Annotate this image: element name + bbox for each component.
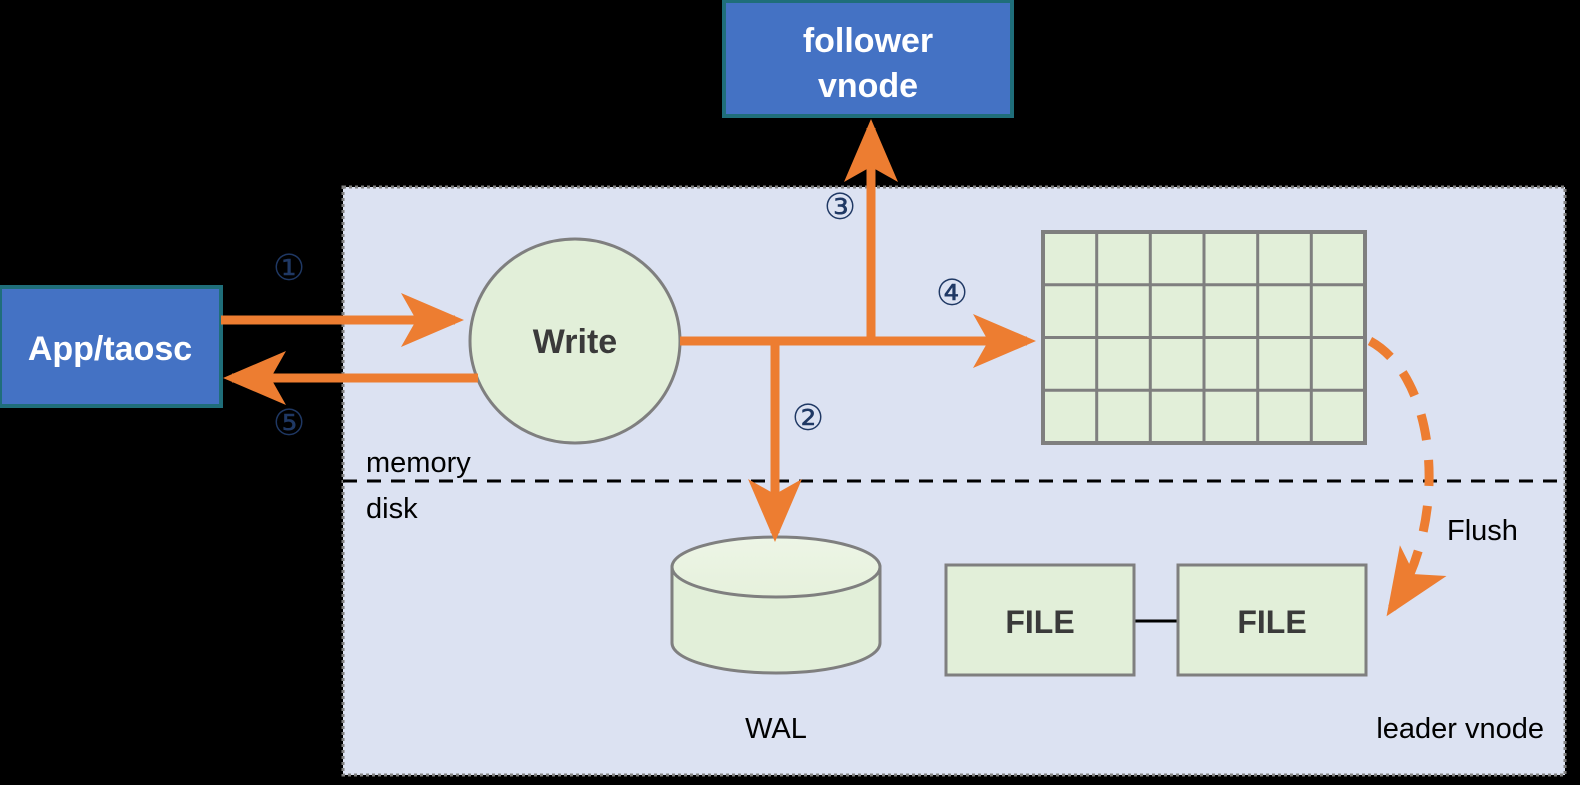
file-left-label: FILE (1005, 604, 1074, 640)
node-file-right[interactable] (1176, 563, 1368, 677)
memtable-gridlines (1043, 232, 1365, 443)
arrow-flush-memtable-to-file (1367, 337, 1447, 617)
step-badge-2: ② (792, 397, 824, 438)
step-badge-1: ① (273, 247, 305, 288)
app-taosc-label: App/taosc (28, 330, 192, 368)
wal-label: WAL (745, 713, 807, 745)
file-right-label: FILE (1237, 604, 1306, 640)
node-follower-vnode[interactable] (722, 0, 1014, 118)
step-badge-5: ⑤ (273, 402, 305, 443)
leader-vnode-label: leader vnode (1376, 713, 1544, 745)
write-label: Write (533, 323, 617, 361)
node-memtable-grid[interactable] (1041, 230, 1367, 445)
follower-vnode-label-line1: follower (803, 22, 933, 60)
disk-tier-label: disk (366, 493, 418, 525)
node-file-left[interactable] (944, 563, 1136, 677)
node-app-taosc[interactable] (0, 285, 223, 408)
flush-label: Flush (1447, 515, 1518, 547)
step-badge-3: ③ (824, 186, 856, 227)
node-wal-cylinder[interactable] (670, 535, 882, 675)
step-badge-4: ④ (936, 272, 968, 313)
follower-vnode-label-line2: vnode (818, 67, 918, 105)
memory-tier-label: memory (366, 447, 471, 479)
wal-top (670, 535, 882, 599)
